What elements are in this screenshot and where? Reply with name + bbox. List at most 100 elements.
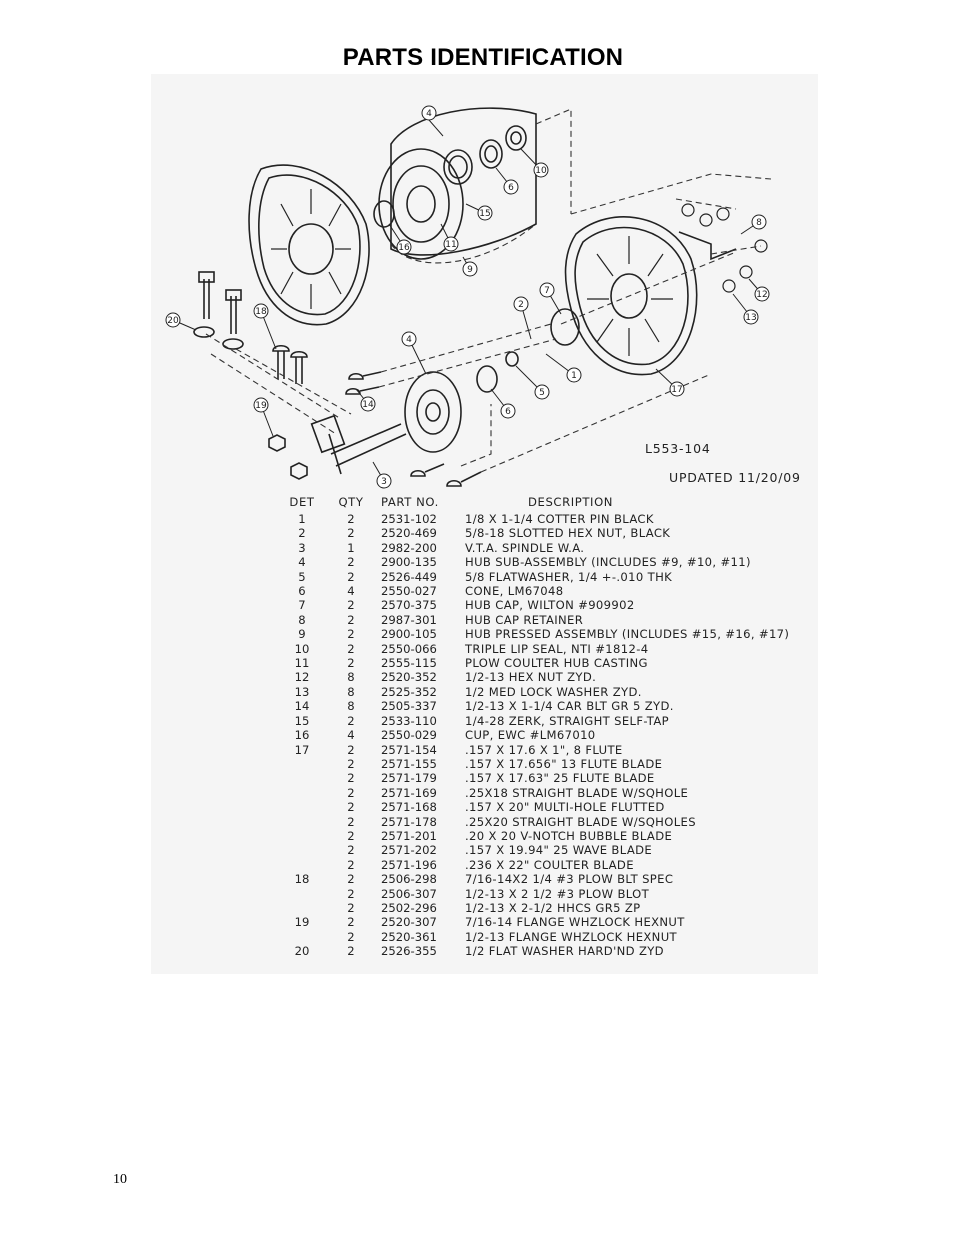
cell-qty: 8 <box>347 684 355 699</box>
cell-description: HUB SUB-ASSEMBLY (INCLUDES #9, #10, #11) <box>465 555 751 570</box>
svg-text:16: 16 <box>398 243 410 253</box>
page-title: PARTS IDENTIFICATION <box>342 44 624 71</box>
cell-description: .25X18 STRAIGHT BLADE W/SQHOLE <box>465 785 689 800</box>
cell-part-no: 2982-200 <box>381 540 437 555</box>
right-coulter-blade <box>564 216 698 376</box>
svg-text:18: 18 <box>255 307 267 317</box>
cell-description: 1/2-13 FLANGE WHZLOCK HEXNUT <box>465 929 677 944</box>
cell-description: HUB CAP, WILTON #909902 <box>465 598 635 613</box>
svg-text:7: 7 <box>544 286 550 296</box>
cell-qty: 2 <box>347 756 355 771</box>
callout-12: 12 <box>748 278 770 302</box>
svg-text:11: 11 <box>445 240 456 250</box>
cell-det: 11 <box>294 656 310 671</box>
cell-description: .25X20 STRAIGHT BLADE W/SQHOLES <box>465 814 696 829</box>
callout-6-top: 6 <box>495 167 519 195</box>
callout-15: 15 <box>465 203 493 221</box>
callout-5: 5 <box>515 365 550 400</box>
svg-text:10: 10 <box>535 166 547 176</box>
cell-det <box>277 858 327 872</box>
table-row: 8 2 2987-301 HUB CAP RETAINER <box>277 613 789 627</box>
cell-qty: 2 <box>347 828 355 843</box>
cell-det: 8 <box>298 612 306 627</box>
callout-4-top: 4 <box>421 105 444 137</box>
cell-qty: 2 <box>347 641 355 656</box>
cell-qty: 2 <box>347 915 355 930</box>
cell-qty: 2 <box>347 929 355 944</box>
cell-det <box>277 930 327 944</box>
callout-16: 16 <box>388 223 412 255</box>
cell-part-no: 2571-202 <box>381 843 437 858</box>
cell-qty: 8 <box>347 670 355 685</box>
cell-part-no: 2987-301 <box>381 612 437 627</box>
cell-part-no: 2550-027 <box>381 584 437 599</box>
cell-det <box>277 771 327 785</box>
cell-part-no: 2571-169 <box>381 785 437 800</box>
cell-part-no: 2505-337 <box>381 699 437 714</box>
cell-part-no: 2900-135 <box>381 555 437 570</box>
cell-det: 9 <box>298 627 306 642</box>
callout-9: 9 <box>462 256 478 277</box>
cell-description: 7/16-14X2 1/4 #3 PLOW BLT SPEC <box>465 872 674 887</box>
cell-qty: 2 <box>347 771 355 786</box>
cell-det: 16 <box>294 728 310 743</box>
left-coulter-blade <box>248 164 370 326</box>
cell-part-no: 2533-110 <box>381 713 437 728</box>
cell-part-no: 2520-352 <box>381 670 437 685</box>
cell-description: 5/8 FLATWASHER, 1/4 +-.010 THK <box>465 569 673 584</box>
callout-14: 14 <box>355 388 376 412</box>
cell-det: 3 <box>298 540 306 555</box>
cell-qty: 2 <box>347 944 355 959</box>
cell-qty: 2 <box>347 742 355 757</box>
cell-qty: 2 <box>347 612 355 627</box>
cell-description: 1/2-13 X 2 1/2 #3 PLOW BLOT <box>465 886 650 901</box>
callout-10: 10 <box>520 148 549 178</box>
cell-qty: 1 <box>347 540 355 555</box>
cell-det <box>277 786 327 800</box>
cell-part-no: 2502-296 <box>381 900 437 915</box>
cell-description: .157 X 17.63" 25 FLUTE BLADE <box>465 771 655 786</box>
svg-text:20: 20 <box>167 316 179 326</box>
callout-17: 17 <box>655 368 685 397</box>
cell-qty: 2 <box>347 900 355 915</box>
svg-text:19: 19 <box>255 401 267 411</box>
header-part-no: PART NO. <box>381 494 439 509</box>
svg-text:8: 8 <box>756 218 762 228</box>
cell-det: 18 <box>294 872 310 887</box>
cell-qty: 2 <box>347 814 355 829</box>
callout-11: 11 <box>440 223 459 252</box>
cell-det: 4 <box>298 555 306 570</box>
cell-qty: 2 <box>347 857 355 872</box>
cell-description: .157 X 17.6 X 1", 8 FLUTE <box>465 742 623 757</box>
cell-part-no: 2571-154 <box>381 742 437 757</box>
cell-part-no: 2520-361 <box>381 929 437 944</box>
cell-part-no: 2520-469 <box>381 526 437 541</box>
svg-text:17: 17 <box>671 385 682 395</box>
cell-qty: 2 <box>347 843 355 858</box>
cell-description: CUP, EWC #LM67010 <box>465 728 596 743</box>
svg-text:4: 4 <box>406 335 412 345</box>
cell-description: HUB CAP RETAINER <box>465 612 584 627</box>
cell-description: .157 X 17.656" 13 FLUTE BLADE <box>465 756 663 771</box>
svg-text:12: 12 <box>756 290 767 300</box>
cell-det: 15 <box>294 713 310 728</box>
callout-7: 7 <box>539 282 562 315</box>
svg-text:13: 13 <box>745 313 756 323</box>
cell-part-no: 2570-375 <box>381 598 437 613</box>
callout-1: 1 <box>545 353 582 383</box>
cell-description: 1/2 MED LOCK WASHER ZYD. <box>465 684 642 699</box>
cell-qty: 2 <box>347 569 355 584</box>
